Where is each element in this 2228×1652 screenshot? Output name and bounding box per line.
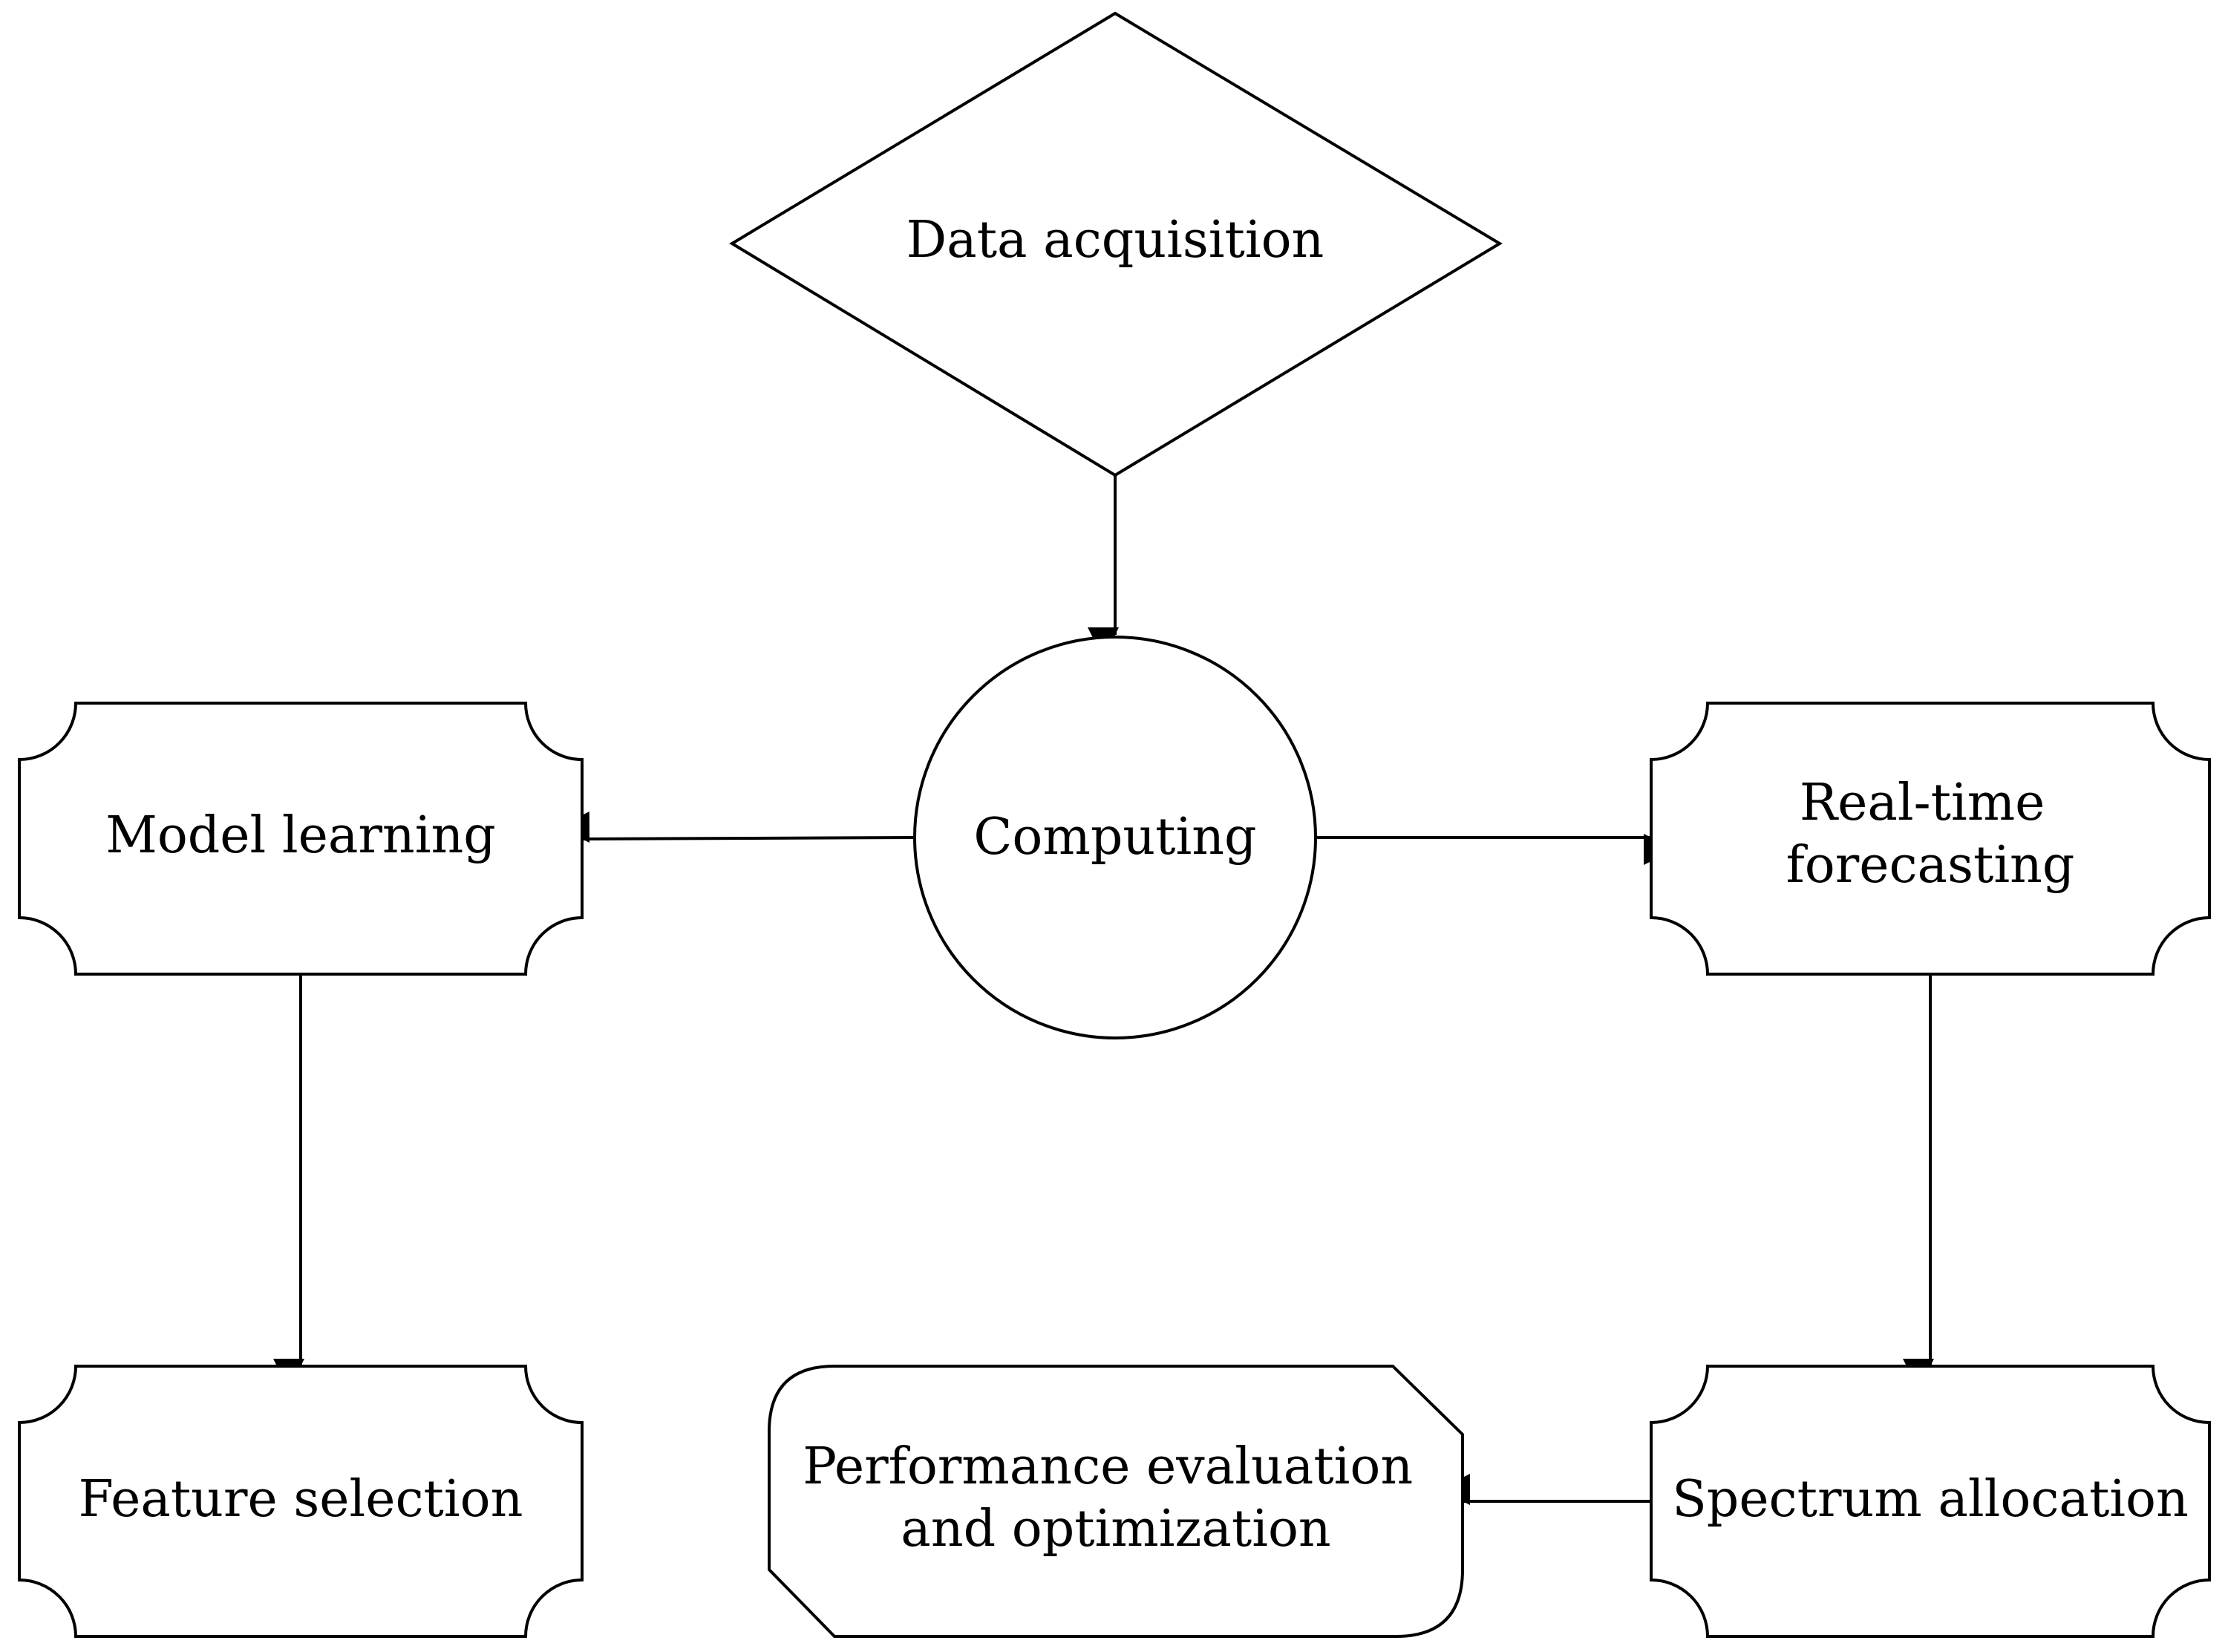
computing-circle	[913, 636, 1317, 1039]
feature-selection-label: Feature selection	[79, 1470, 523, 1529]
edge-computing-to-model-learning	[558, 811, 915, 843]
node-data-acquisition: Data acquisition	[729, 11, 1503, 477]
computing-label: Computing	[973, 808, 1256, 866]
data-acquisition-label: Data acquisition	[906, 211, 1324, 270]
spectrum-allocation-box	[1650, 1365, 2211, 1638]
node-feature-selection: Feature selection	[18, 1365, 584, 1638]
model-learning-label: Model learning	[105, 806, 496, 865]
feature-selection-box	[18, 1365, 584, 1638]
data-acquisition-diamond	[729, 11, 1503, 477]
spectrum-allocation-label: Spectrum allocation	[1672, 1470, 2189, 1529]
real-time-forecasting-label: Real-time forecasting	[1786, 774, 2075, 895]
node-spectrum-allocation: Spectrum allocation	[1650, 1365, 2211, 1638]
real-time-forecasting-box	[1650, 702, 2211, 976]
edges	[273, 475, 1934, 1505]
performance-evaluation-label: Performance evaluation and optimization	[803, 1437, 1429, 1558]
node-real-time-forecasting: Real-time forecasting	[1650, 702, 2211, 976]
model-learning-box	[18, 702, 584, 976]
performance-evaluation-box	[768, 1365, 1464, 1638]
node-model-learning: Model learning	[18, 702, 584, 976]
node-computing: Computing	[913, 636, 1317, 1039]
node-performance-evaluation: Performance evaluation and optimization	[768, 1365, 1464, 1638]
